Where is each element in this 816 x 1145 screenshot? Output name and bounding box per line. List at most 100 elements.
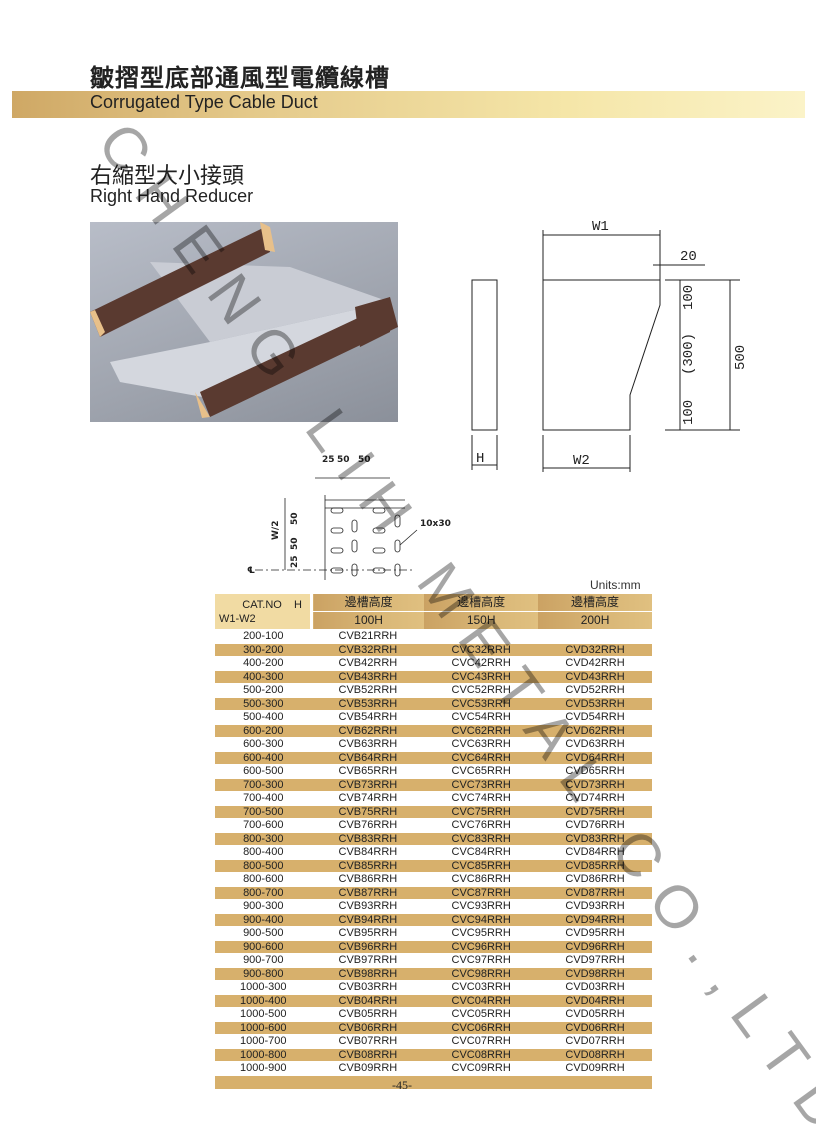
catalog-number-cell: CVC54RRH	[424, 710, 539, 725]
catalog-number-cell: CVC65RRH	[424, 764, 539, 779]
catalog-number-cell: CVD85RRH	[538, 859, 652, 873]
col-header-h: 200H	[538, 611, 652, 630]
catalog-number-cell: CVD63RRH	[538, 737, 652, 752]
catalog-number-cell: CVC07RRH	[424, 1034, 539, 1049]
corner-top-label: CAT.NO H	[242, 598, 302, 611]
catalog-number-cell: CVC63RRH	[424, 737, 539, 752]
page-title-zh: 皺摺型底部通風型電纜線槽	[90, 64, 390, 92]
corner-bottom-label: W1-W2	[219, 612, 256, 625]
size-cell: 1000-800	[215, 1048, 312, 1062]
catalog-number-cell: CVD64RRH	[538, 751, 652, 765]
catalog-number-cell: CVC52RRH	[424, 683, 539, 698]
size-cell: 700-300	[215, 778, 312, 792]
catalog-number-cell: CVC96RRH	[424, 940, 539, 954]
size-cell: 600-500	[215, 764, 312, 779]
dim-300: (300)	[681, 333, 697, 375]
catalog-number-cell: CVD32RRH	[538, 643, 652, 657]
catalog-number-cell: CVD65RRH	[538, 764, 652, 779]
catalog-number-cell: CVB08RRH	[311, 1048, 425, 1062]
size-cell: 800-300	[215, 832, 312, 846]
catalog-number-cell: CVC03RRH	[424, 980, 539, 995]
size-cell: 1000-300	[215, 980, 312, 995]
catalog-number-cell: CVB73RRH	[311, 778, 425, 792]
corner-header: CAT.NO H W1-W2	[215, 594, 312, 630]
catalog-number-cell: CVD74RRH	[538, 791, 652, 806]
detail-v50b: 50	[290, 537, 300, 550]
catalog-number-cell: CVB21RRH	[311, 629, 425, 644]
size-cell: 1000-500	[215, 1007, 312, 1022]
catalog-number-cell: CVB98RRH	[311, 967, 425, 981]
catalog-number-cell: CVB97RRH	[311, 953, 425, 968]
catalog-number-cell: CVB65RRH	[311, 764, 425, 779]
size-cell: 900-300	[215, 899, 312, 914]
catalog-number-cell: CVD95RRH	[538, 926, 652, 941]
catalog-number-cell: CVB54RRH	[311, 710, 425, 725]
col-header-h: 150H	[424, 611, 539, 630]
dim-500: 500	[733, 345, 749, 370]
catalog-number-cell: CVC08RRH	[424, 1048, 539, 1062]
catalog-number-cell: CVB62RRH	[311, 724, 425, 738]
catalog-number-cell: CVB05RRH	[311, 1007, 425, 1022]
catalog-number-cell: CVB06RRH	[311, 1021, 425, 1035]
catalog-number-cell: CVB96RRH	[311, 940, 425, 954]
catalog-number-cell: CVB76RRH	[311, 818, 425, 833]
catalog-number-cell: CVD03RRH	[538, 980, 652, 995]
size-cell: 700-500	[215, 805, 312, 819]
catalog-number-cell: CVD62RRH	[538, 724, 652, 738]
catalog-number-cell: CVD83RRH	[538, 832, 652, 846]
catalog-number-cell: CVD84RRH	[538, 845, 652, 860]
product-photo	[90, 222, 398, 422]
catalog-number-cell: CVC84RRH	[424, 845, 539, 860]
size-cell: 400-200	[215, 656, 312, 671]
catalog-number-cell: CVC64RRH	[424, 751, 539, 765]
dim-100-top: 100	[681, 285, 697, 310]
size-cell: 500-300	[215, 697, 312, 711]
col-header-zh: 邊槽高度	[310, 594, 425, 612]
catalog-number-cell: CVD98RRH	[538, 967, 652, 981]
catalog-number-cell: CVB86RRH	[311, 872, 425, 887]
catalog-number-cell: CVB03RRH	[311, 980, 425, 995]
catalog-number-cell: CVB42RRH	[311, 656, 425, 671]
size-cell: 900-500	[215, 926, 312, 941]
catalog-number-cell: CVD09RRH	[538, 1061, 652, 1076]
slot-detail-drawing: 25 50 50 W/2 50 50 25 ℄ 10x30	[247, 455, 451, 580]
dim-100-bottom: 100	[681, 400, 697, 425]
table-footer-band	[215, 1075, 652, 1090]
reducer-render	[90, 222, 398, 418]
detail-25: 25	[322, 455, 335, 465]
col-header-h: 100H	[310, 611, 425, 630]
catalog-number-cell: CVC32RRH	[424, 643, 539, 657]
catalog-number-cell: CVB53RRH	[311, 697, 425, 711]
catalog-number-cell: CVD73RRH	[538, 778, 652, 792]
catalog-number-cell	[424, 629, 539, 644]
centerline-symbol: ℄	[247, 566, 255, 576]
catalog-table: CAT.NO H W1-W2 邊槽高度 邊槽高度 邊槽高度 100H 150H …	[215, 594, 652, 1090]
catalog-number-cell: CVB43RRH	[311, 670, 425, 684]
size-cell: 500-400	[215, 710, 312, 725]
page-title-en: Corrugated Type Cable Duct	[90, 92, 318, 112]
size-cell: 1000-600	[215, 1021, 312, 1035]
catalog-number-cell: CVD75RRH	[538, 805, 652, 819]
catalog-number-cell: CVC74RRH	[424, 791, 539, 806]
catalog-number-cell: CVD86RRH	[538, 872, 652, 887]
catalog-number-cell: CVC94RRH	[424, 913, 539, 927]
size-cell: 800-700	[215, 886, 312, 900]
size-cell: 300-200	[215, 643, 312, 657]
catalog-number-cell: CVC05RRH	[424, 1007, 539, 1022]
page-number: -45-	[392, 1078, 412, 1092]
catalog-number-cell: CVD07RRH	[538, 1034, 652, 1049]
